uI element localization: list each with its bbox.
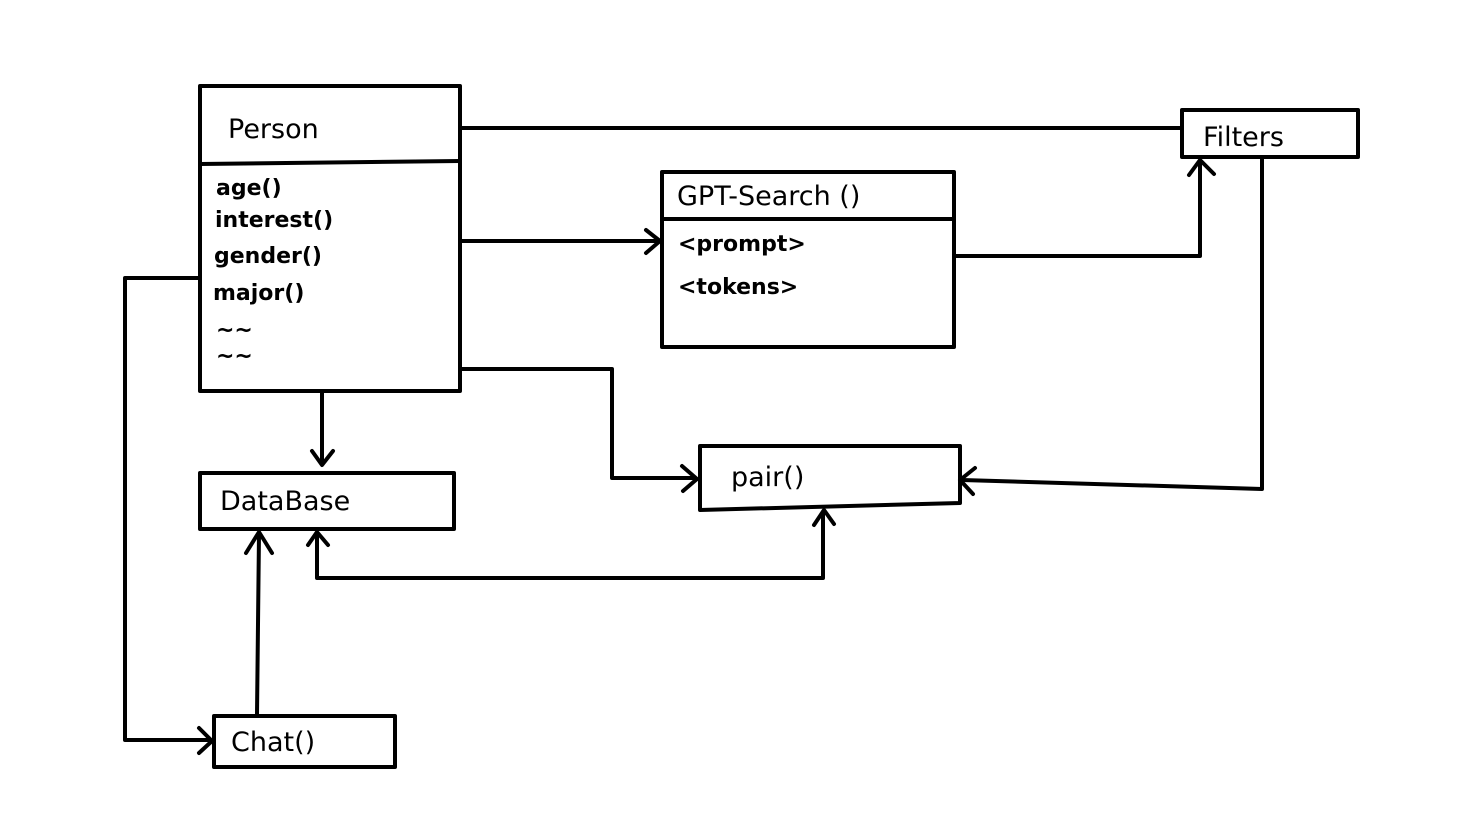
database-link-arrowhead [306, 530, 330, 547]
chat-database-arrow-line [255, 532, 261, 716]
person-database-arrowhead [310, 449, 335, 467]
database-pair-link-line [315, 510, 825, 580]
filters-box [1180, 108, 1360, 159]
person-more-attributes-1: ~~ [216, 318, 253, 343]
person-attribute-gender: gender() [214, 244, 322, 269]
person-attribute-interest: interest() [215, 208, 334, 233]
database-title: DataBase [220, 486, 351, 517]
database-box [198, 471, 456, 531]
person-chat-arrow-line [123, 276, 212, 742]
person-gpt-arrowhead [644, 228, 662, 255]
gpt-filters-arrowhead [1187, 158, 1216, 177]
person-chat-arrowhead [197, 726, 214, 755]
gpt-filters-arrow-line [952, 160, 1202, 258]
filters-title: Filters [1203, 122, 1284, 153]
gpt-search-title: GPT-Search () [677, 181, 861, 212]
person-more-attributes-2: ~~ [216, 344, 253, 369]
pair-box [698, 444, 962, 512]
person-pair-arrow-line [458, 367, 697, 480]
gpt-search-box [660, 170, 956, 349]
chat-box [212, 714, 397, 769]
chat-database-arrowhead [244, 530, 274, 555]
person-title: Person [228, 114, 319, 145]
person-attribute-major: major() [213, 281, 305, 306]
filters-pair-arrowhead [958, 466, 977, 496]
person-box [198, 84, 462, 393]
person-attribute-age: age() [216, 176, 282, 201]
pair-link-arrowhead [812, 508, 836, 527]
gpt-search-param-tokens: <tokens> [678, 275, 799, 300]
gpt-search-param-prompt: <prompt> [678, 232, 806, 257]
filters-pair-arrow-line [960, 155, 1264, 491]
person-pair-arrowhead [680, 464, 699, 493]
chat-title: Chat() [231, 727, 316, 758]
pair-title: pair() [731, 462, 805, 493]
person-divider [198, 159, 462, 166]
